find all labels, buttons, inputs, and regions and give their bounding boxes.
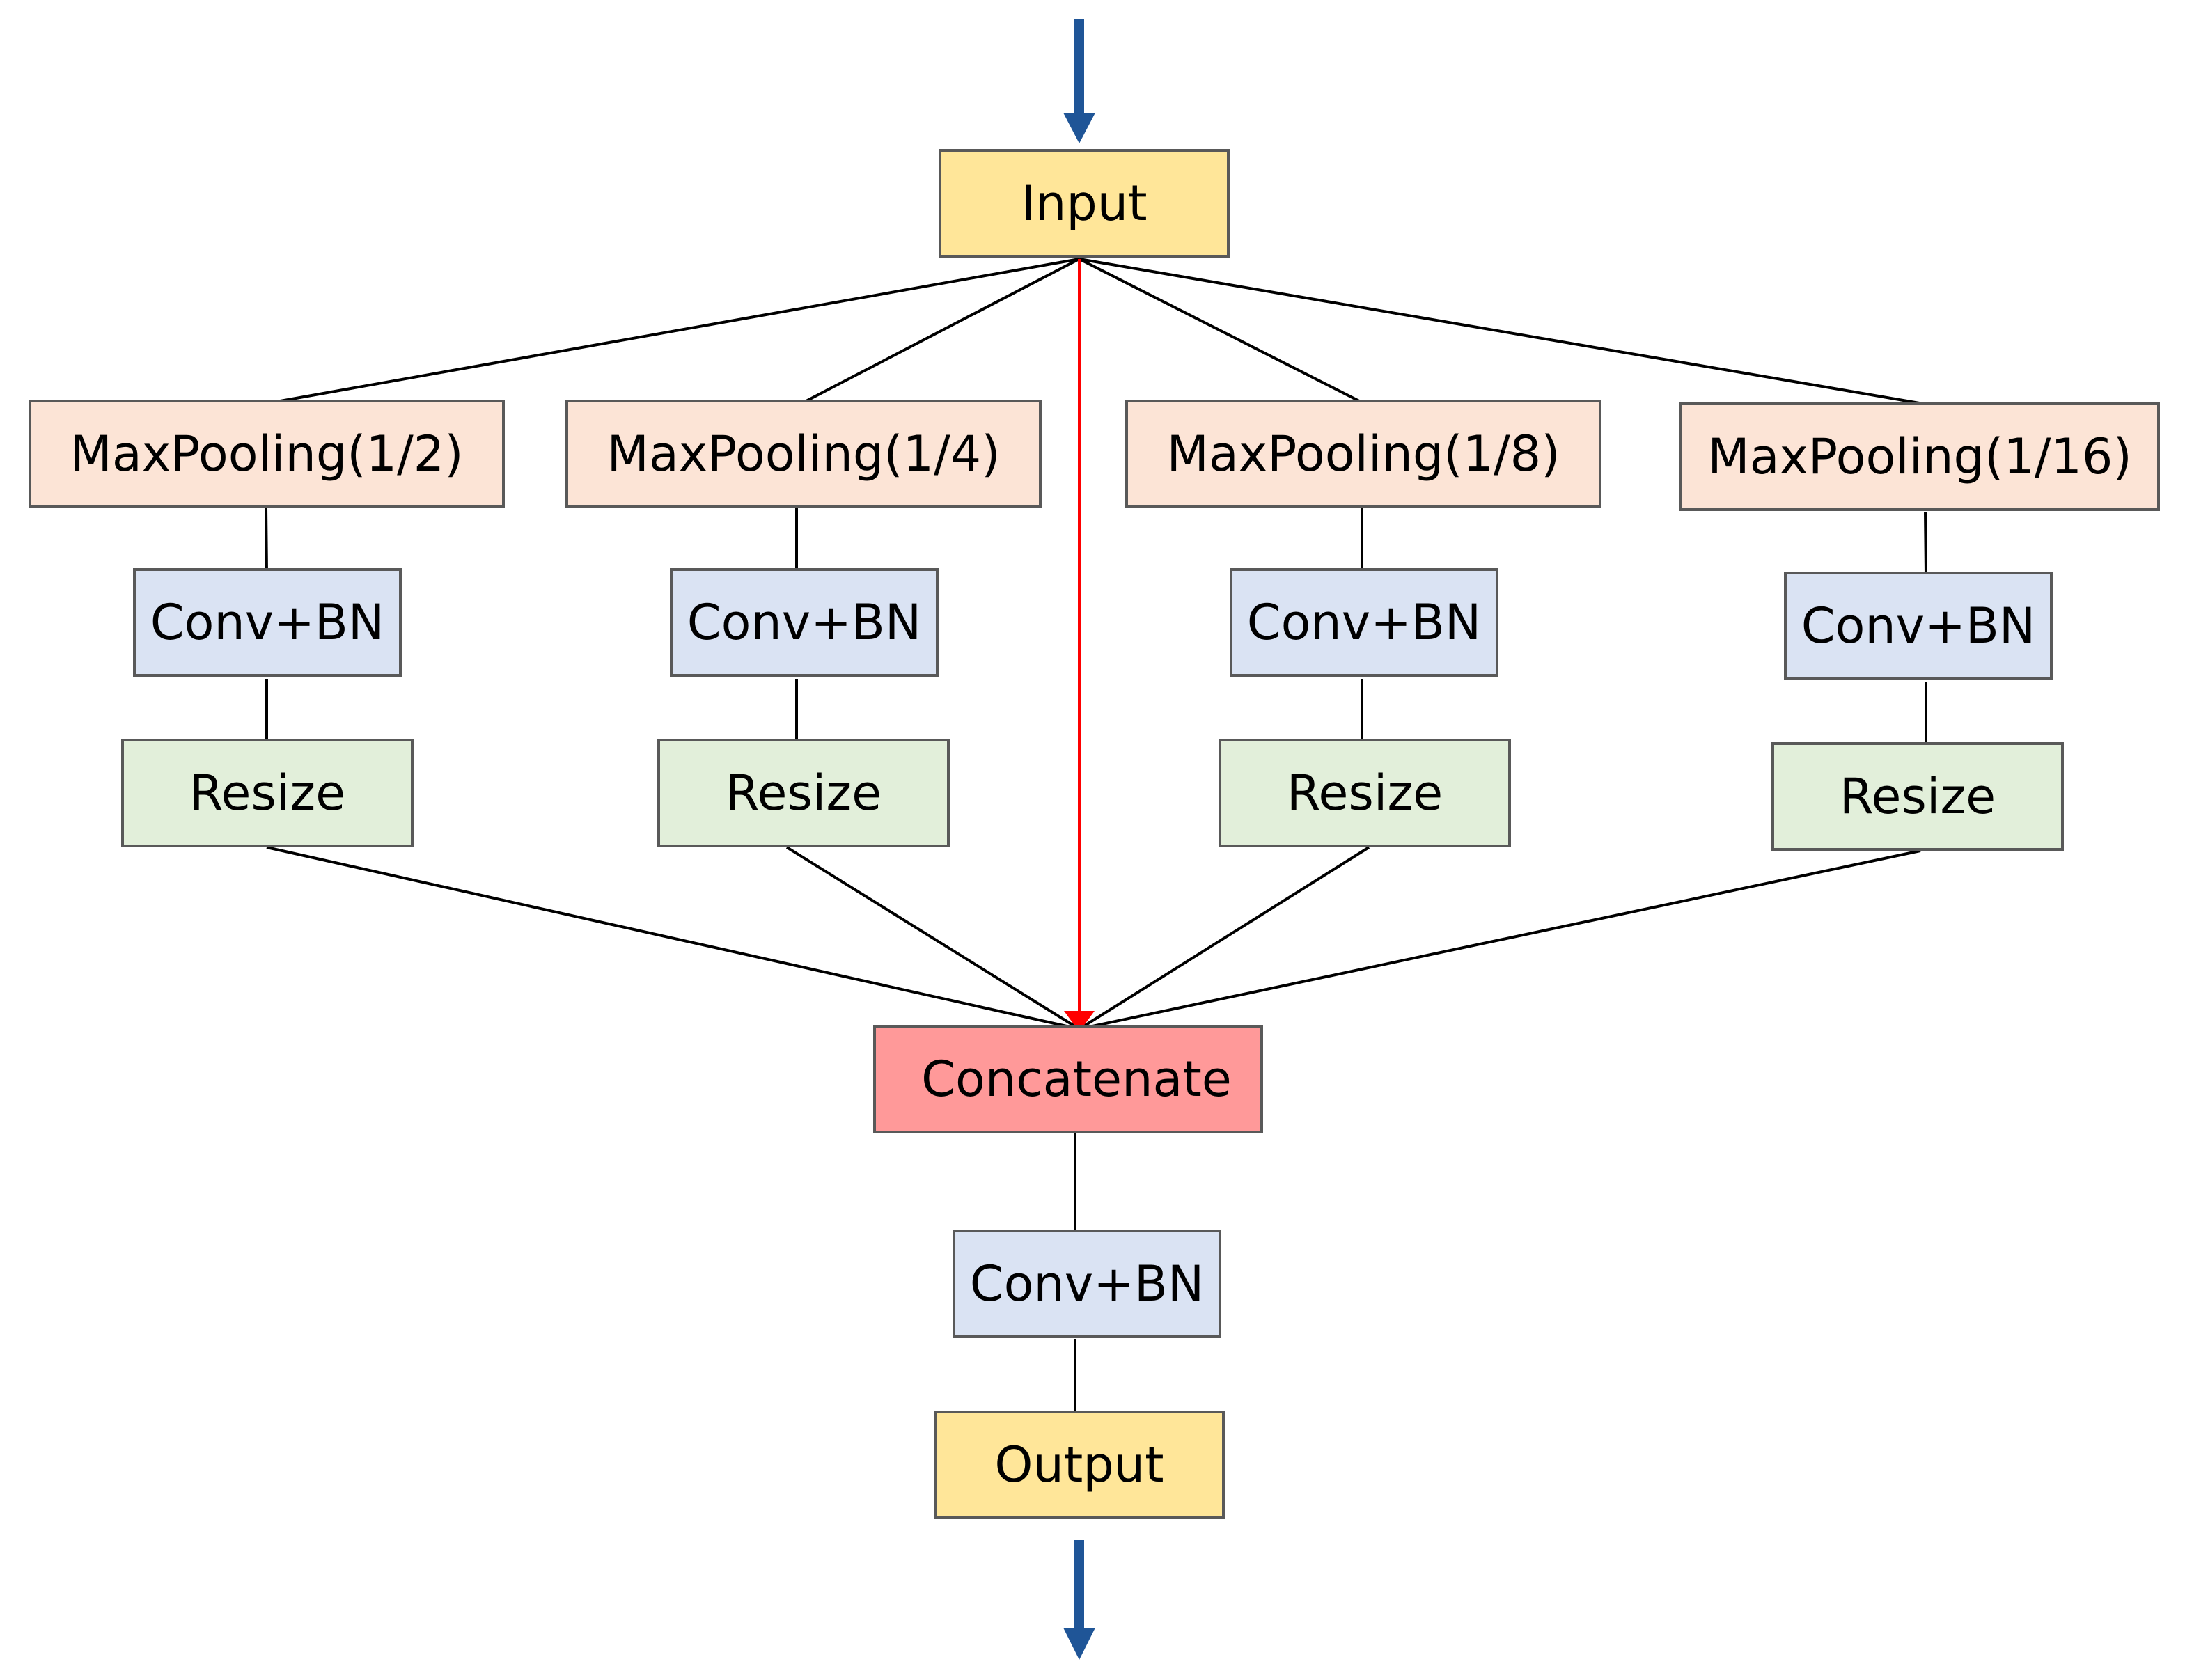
maxpooling-box-4: MaxPooling(1/16) <box>1679 402 2160 511</box>
resize-box-4: Resize <box>1771 742 2064 851</box>
maxpooling-box-3: MaxPooling(1/8) <box>1125 400 1601 508</box>
conv-bn-box-3: Conv+BN <box>1230 568 1498 677</box>
maxpooling-label-1: MaxPooling(1/2) <box>70 425 463 482</box>
maxpooling-box-2: MaxPooling(1/4) <box>565 400 1042 508</box>
maxpooling-label-4: MaxPooling(1/16) <box>1707 428 2132 485</box>
edge-input-pool-2 <box>800 258 1080 405</box>
conv-bn-label-1: Conv+BN <box>150 594 385 651</box>
edge-pool-1-conv-1 <box>265 508 268 572</box>
edge-input-pool-3 <box>1079 258 1365 405</box>
maxpooling-box-1: MaxPooling(1/2) <box>29 400 505 508</box>
resize-label-4: Resize <box>1840 768 1996 825</box>
resize-label-3: Resize <box>1287 764 1443 822</box>
conv-bn-label-2: Conv+BN <box>687 594 922 651</box>
input-label: Input <box>1021 175 1147 232</box>
resize-label-1: Resize <box>189 764 345 822</box>
maxpooling-label-3: MaxPooling(1/8) <box>1166 425 1560 482</box>
conv-bn-output-label: Conv+BN <box>970 1255 1205 1312</box>
concatenate-box: Concatenate <box>873 1025 1263 1133</box>
input-box: Input <box>939 149 1230 258</box>
edge-resize-3-concat <box>1078 846 1370 1030</box>
output-label: Output <box>994 1436 1164 1493</box>
edge-resize-1-concat <box>266 846 1080 1030</box>
edge-input-pool-1 <box>264 258 1080 405</box>
maxpooling-label-2: MaxPooling(1/4) <box>606 425 1000 482</box>
resize-box-3: Resize <box>1219 739 1511 847</box>
edge-resize-2-concat <box>785 846 1081 1030</box>
resize-box-1: Resize <box>121 739 414 847</box>
resize-label-2: Resize <box>726 764 882 822</box>
edge-pool-4-conv-4 <box>1924 511 1927 575</box>
conv-bn-output-box: Conv+BN <box>953 1230 1221 1338</box>
output-box: Output <box>934 1411 1225 1519</box>
outgoing-arrow-icon <box>1063 1540 1095 1660</box>
concatenate-label: Concatenate <box>921 1051 1232 1108</box>
edge-input-pool-4 <box>1079 258 1936 407</box>
conv-bn-box-1: Conv+BN <box>133 568 402 677</box>
incoming-arrow-icon <box>1063 19 1095 143</box>
conv-bn-label-4: Conv+BN <box>1801 597 2036 654</box>
edges <box>264 258 1936 1412</box>
conv-bn-box-4: Conv+BN <box>1784 572 2053 680</box>
conv-bn-label-3: Conv+BN <box>1247 594 1482 651</box>
conv-bn-box-2: Conv+BN <box>670 568 939 677</box>
edge-resize-4-concat <box>1079 849 1921 1030</box>
resize-box-2: Resize <box>657 739 950 847</box>
skip-connection-arrow <box>1064 259 1095 1032</box>
